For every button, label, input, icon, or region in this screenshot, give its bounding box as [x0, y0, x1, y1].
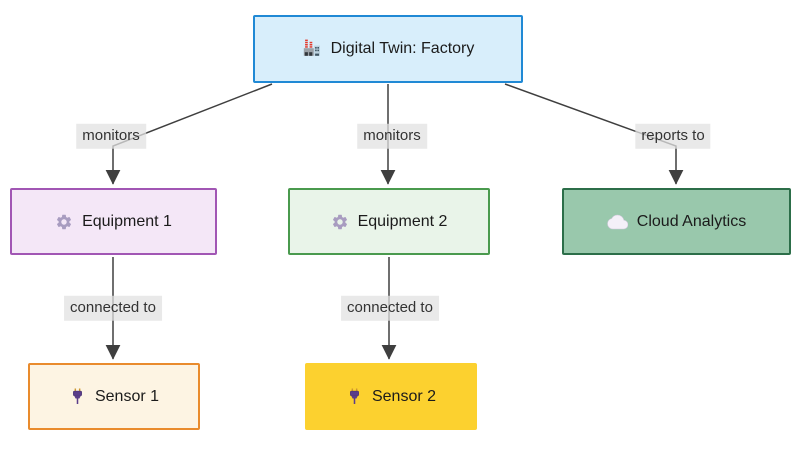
node-label: Digital Twin: Factory — [330, 40, 475, 57]
node-equipment-2[interactable]: Equipment 2 — [288, 188, 490, 255]
plug-icon — [69, 387, 86, 406]
node-label: Cloud Analytics — [636, 212, 747, 230]
node-label: Sensor 1 — [94, 387, 160, 405]
gear-icon — [331, 213, 349, 231]
node-label: Equipment 1 — [82, 212, 172, 230]
edge-label-monitors-1: monitors — [76, 123, 146, 149]
edge-label-connected-to-1: connected to — [64, 295, 162, 321]
node-label: Equipment 2 — [357, 212, 448, 230]
node-equipment-1[interactable]: Equipment 1 — [10, 188, 217, 255]
edge-label-reports-to: reports to — [635, 123, 711, 149]
edge-label-monitors-2: monitors — [357, 123, 427, 149]
node-digital-twin-factory[interactable]: Digital Twin: Factory — [253, 15, 523, 83]
gear-icon — [55, 213, 73, 231]
cloud-icon — [607, 214, 628, 230]
node-cloud-analytics[interactable]: Cloud Analytics — [562, 188, 791, 255]
factory-icon — [302, 39, 322, 59]
node-sensor-2[interactable]: Sensor 2 — [305, 363, 477, 430]
node-label: Sensor 2 — [371, 387, 437, 405]
plug-icon — [346, 387, 363, 406]
edge-label-connected-to-2: connected to — [341, 295, 439, 321]
node-sensor-1[interactable]: Sensor 1 — [28, 363, 200, 430]
